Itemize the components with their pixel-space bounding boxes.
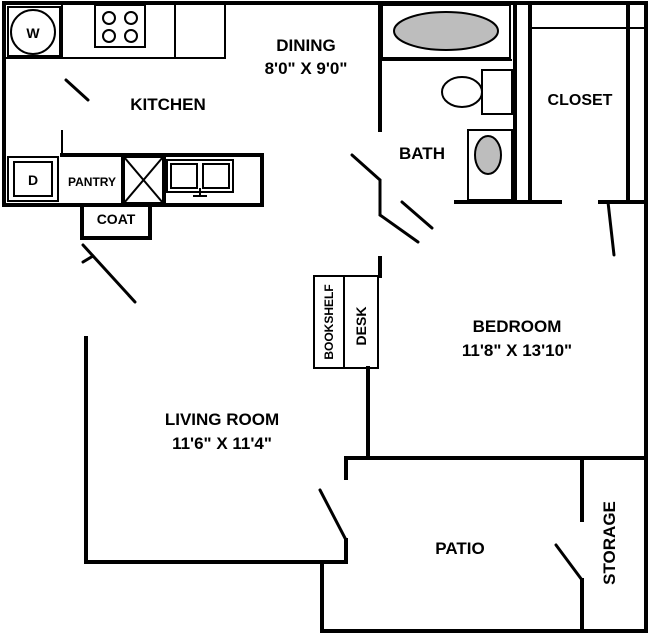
living-room-label: LIVING ROOM xyxy=(165,410,279,429)
bathtub-icon xyxy=(381,4,511,59)
dryer-icon xyxy=(13,161,53,197)
bath-label: BATH xyxy=(399,144,445,163)
living-room-size: 11'6" X 11'4" xyxy=(172,434,272,453)
pantry-label: PANTRY xyxy=(68,175,116,189)
storage-label: STORAGE xyxy=(600,501,619,585)
kitchen-label: KITCHEN xyxy=(130,95,206,114)
dryer-label: D xyxy=(28,172,38,188)
bedroom-size: 11'8" X 13'10" xyxy=(462,341,572,360)
washer-icon xyxy=(10,9,56,55)
stove-icon xyxy=(94,4,146,48)
dining-label: DINING xyxy=(276,36,336,55)
patio-label: PATIO xyxy=(435,539,484,558)
coat-label: COAT xyxy=(97,211,136,227)
doors xyxy=(64,78,616,582)
toilet-icon xyxy=(441,69,513,115)
washer-label: W xyxy=(26,25,40,41)
closet-label: CLOSET xyxy=(548,92,613,109)
dining-size: 8'0" X 9'0" xyxy=(265,59,348,78)
bedroom-label: BEDROOM xyxy=(473,317,562,336)
bookshelf-label: BOOKSHELF xyxy=(322,284,336,359)
refrigerator-icon xyxy=(123,156,164,204)
fixtures: W D PANTRY COAT xyxy=(7,4,513,369)
desk-label: DESK xyxy=(353,307,369,346)
room-labels: KITCHEN DINING 8'0" X 9'0" BATH CLOSET B… xyxy=(130,36,619,585)
bath-sink-icon xyxy=(467,129,513,201)
